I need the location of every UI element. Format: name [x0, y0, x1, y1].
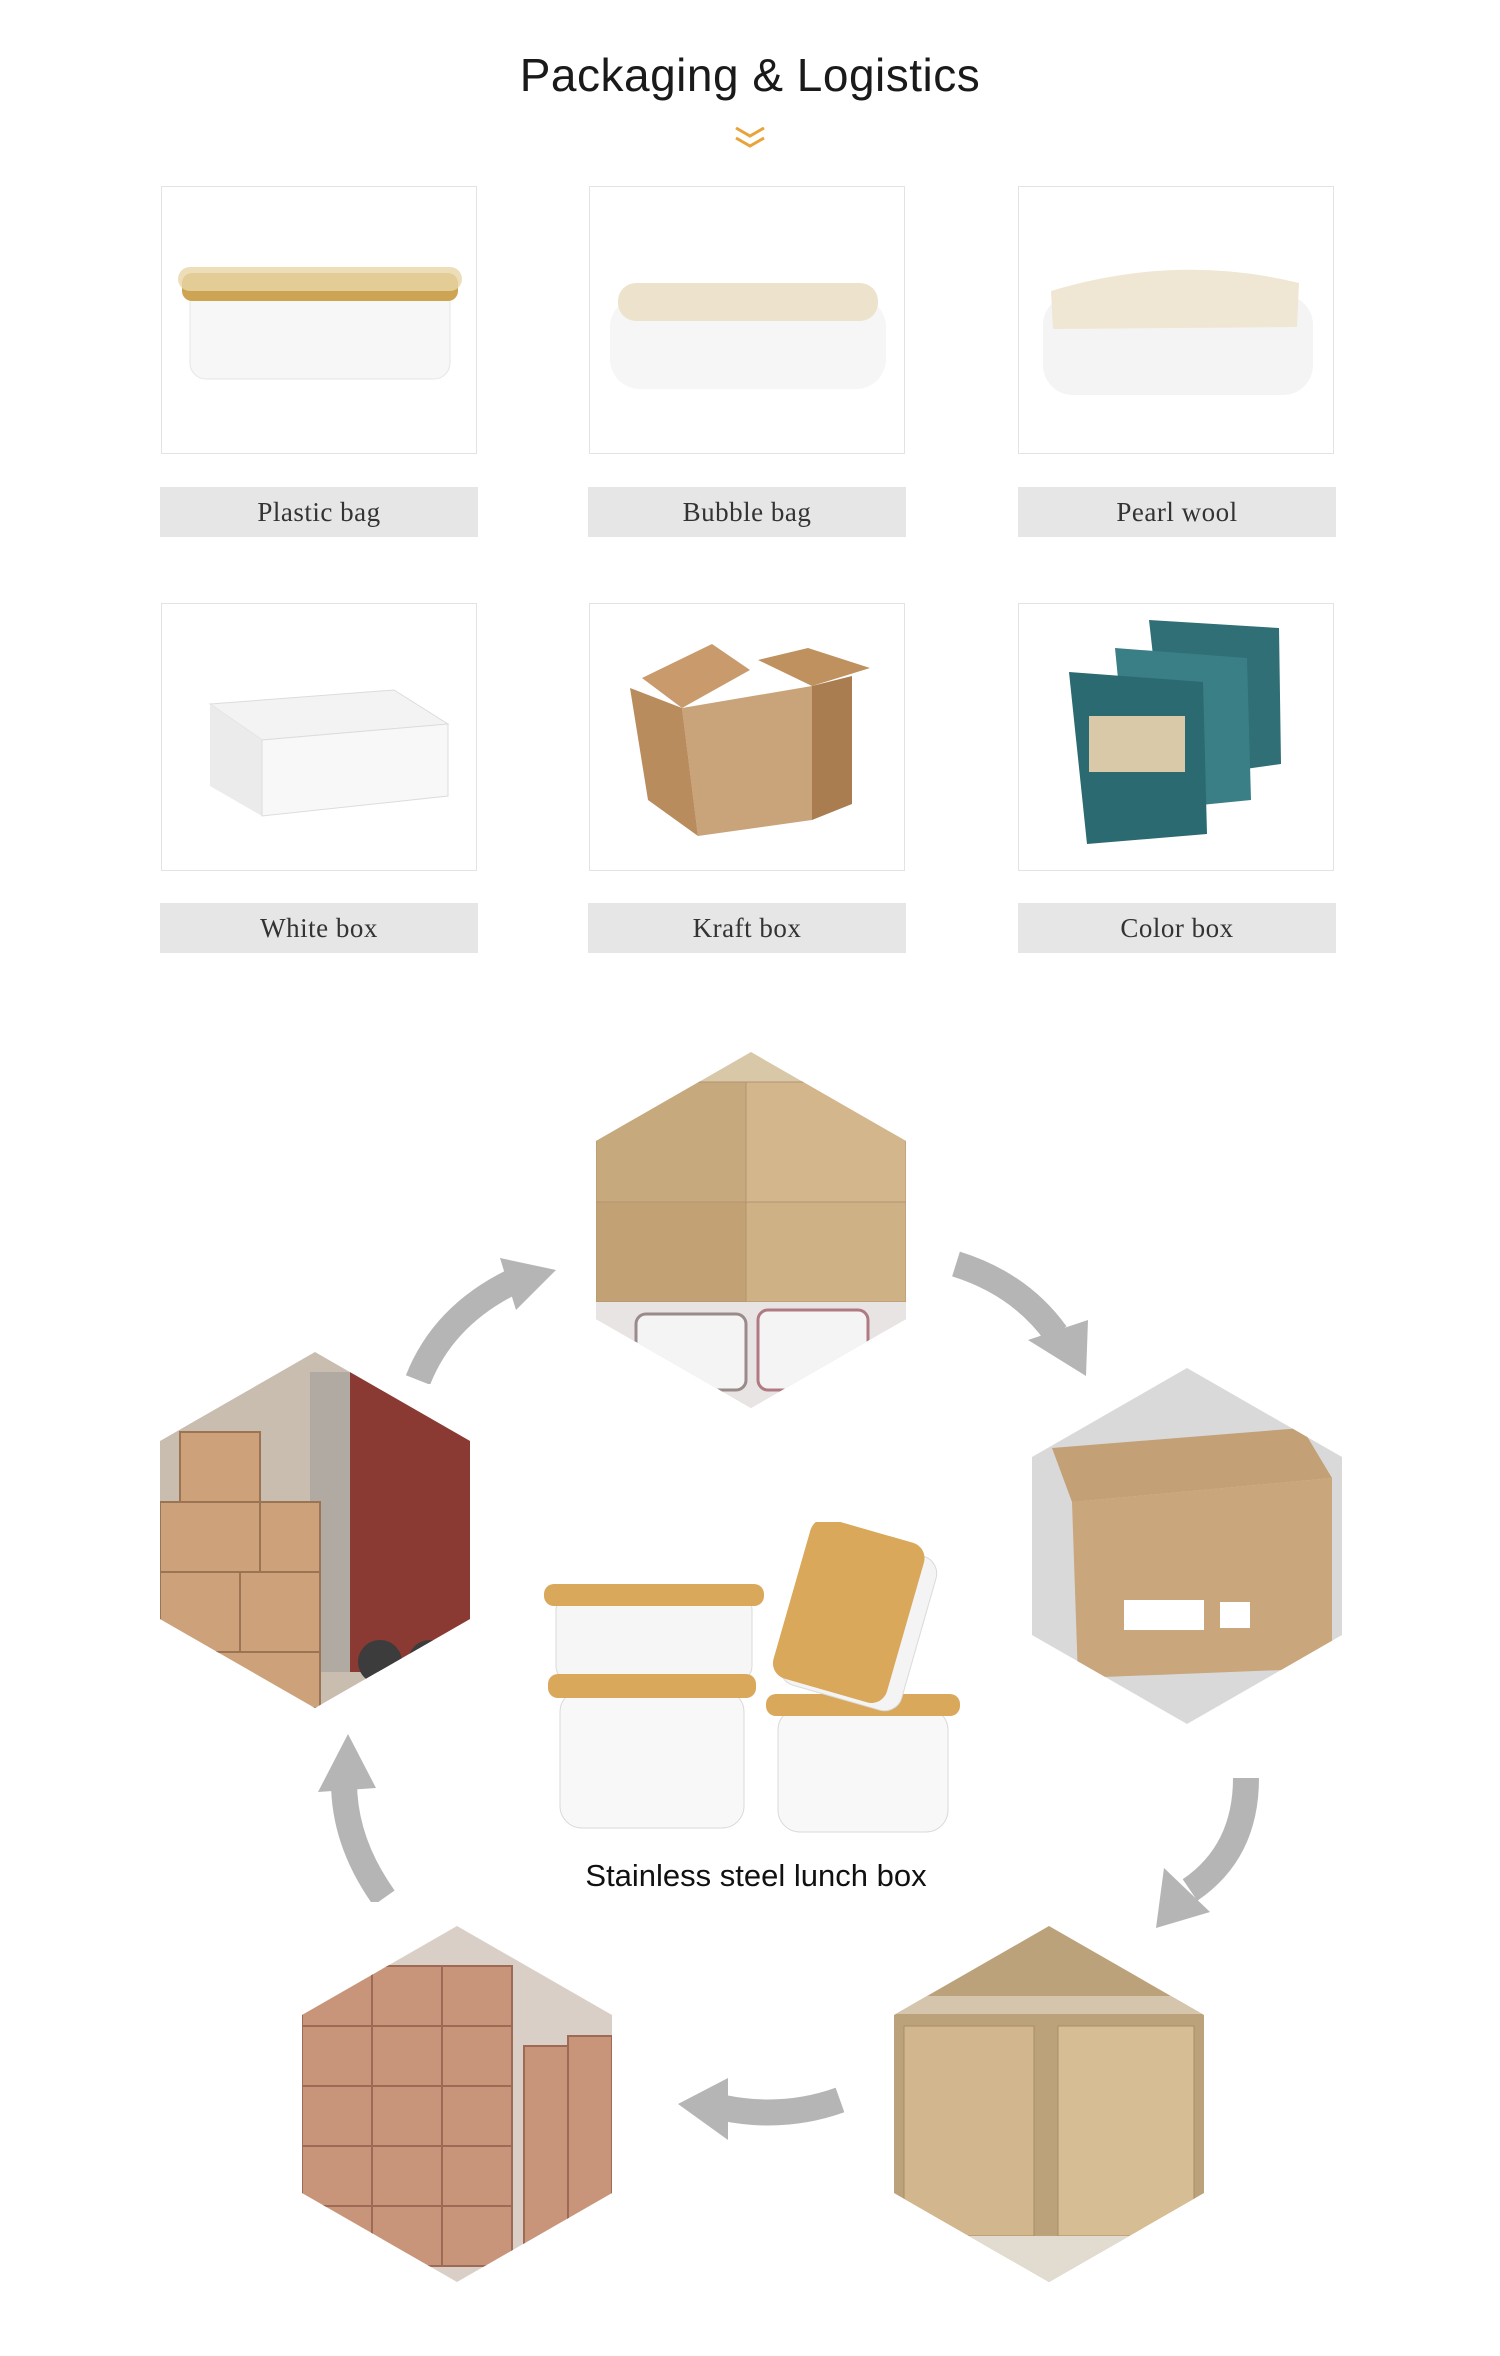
page-title: Packaging & Logistics	[519, 49, 981, 101]
packaging-label: Kraft box	[588, 903, 906, 953]
packaging-label: Bubble bag	[588, 487, 906, 537]
lunch-box-product-image	[544, 1522, 960, 1833]
bubble-bag-image	[589, 186, 905, 454]
hex-truck-loading	[160, 1352, 470, 1708]
packaging-label: Color box	[1018, 903, 1336, 953]
packaging-label: Pearl wool	[1018, 487, 1336, 537]
chevron-down-icon	[735, 126, 765, 148]
white-box-image	[161, 603, 477, 871]
hex-boxes-with-containers	[596, 1052, 906, 1408]
packaging-label: White box	[160, 903, 478, 953]
kraft-box-image	[589, 603, 905, 871]
cycle-arrow-3-icon	[1156, 1777, 1259, 1928]
hex-warehouse-stack	[302, 1926, 612, 2282]
cycle-arrow-4-icon	[678, 2078, 844, 2140]
cycle-arrow-5-icon	[318, 1734, 395, 1902]
hex-open-carton	[894, 1926, 1204, 2282]
color-box-image	[1018, 603, 1334, 871]
packaging-label: Plastic bag	[160, 487, 478, 537]
hex-sealed-carton	[1032, 1368, 1342, 1724]
pearl-wool-image	[1018, 186, 1334, 454]
center-caption: Stainless steel lunch box	[585, 1858, 927, 1893]
cycle-arrow-2-icon	[951, 1251, 1088, 1376]
plastic-bag-image	[161, 186, 477, 454]
cycle-arrow-1-icon	[405, 1258, 556, 1384]
